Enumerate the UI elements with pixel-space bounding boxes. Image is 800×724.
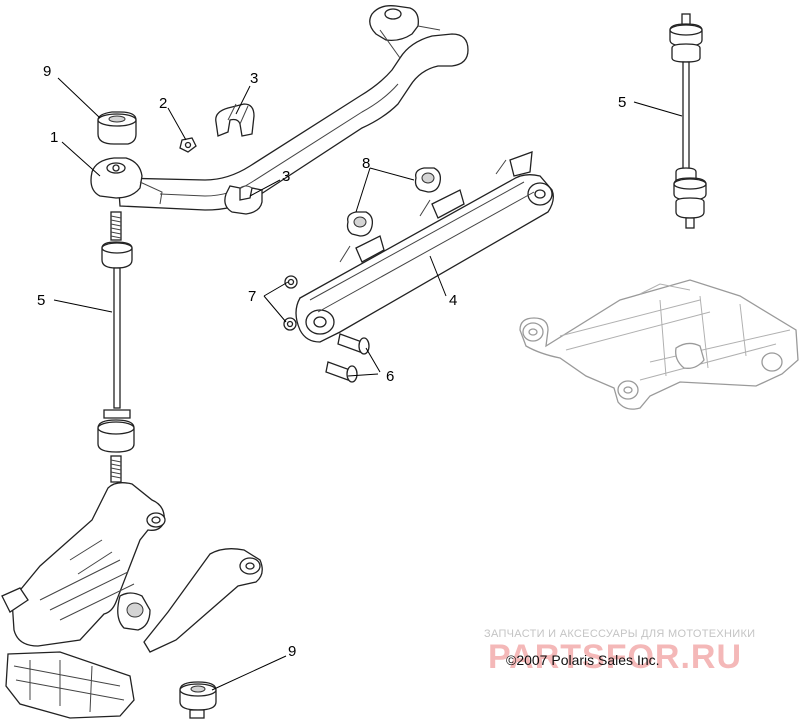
callout-3-lower: 3	[282, 168, 290, 185]
locknuts	[283, 275, 298, 331]
leader-lines	[53, 77, 683, 691]
watermark-tagline: ЗАПЧАСТИ И АКСЕССУАРЫ ДЛЯ МОТОТЕХНИКИ	[484, 628, 756, 640]
clamp-upper	[215, 103, 255, 137]
callout-3-upper: 3	[250, 70, 258, 87]
a-arm-left	[1, 482, 263, 719]
callout-labels: 9 1 2 3 3 8 7 4 5 5 6 9	[37, 63, 626, 660]
clamp-lower	[224, 185, 263, 215]
a-arm-right	[519, 279, 799, 410]
callout-9-top: 9	[43, 63, 51, 80]
callout-5-left: 5	[37, 292, 45, 309]
callout-9-bottom: 9	[288, 643, 296, 660]
bolts	[325, 333, 370, 383]
link-rod-left	[97, 241, 135, 483]
callout-8: 8	[362, 155, 370, 172]
callout-1: 1	[50, 129, 58, 146]
bushing-top	[97, 111, 137, 145]
nut	[179, 137, 197, 153]
copyright-notice: ©2007 Polaris Sales Inc.	[506, 652, 660, 668]
callout-5-right: 5	[618, 94, 626, 111]
link-rod-right	[669, 13, 707, 229]
bushing-bottom	[179, 681, 217, 719]
stabilizer-bar	[90, 5, 469, 211]
mount-bracket	[295, 151, 554, 343]
grommets	[346, 167, 442, 237]
watermark-logo: PARTSFOR.RU	[488, 638, 743, 676]
callout-7: 7	[248, 288, 256, 305]
callout-4: 4	[449, 292, 457, 309]
stud-upper	[110, 211, 122, 241]
callout-2: 2	[159, 95, 167, 112]
callout-6: 6	[386, 368, 394, 385]
